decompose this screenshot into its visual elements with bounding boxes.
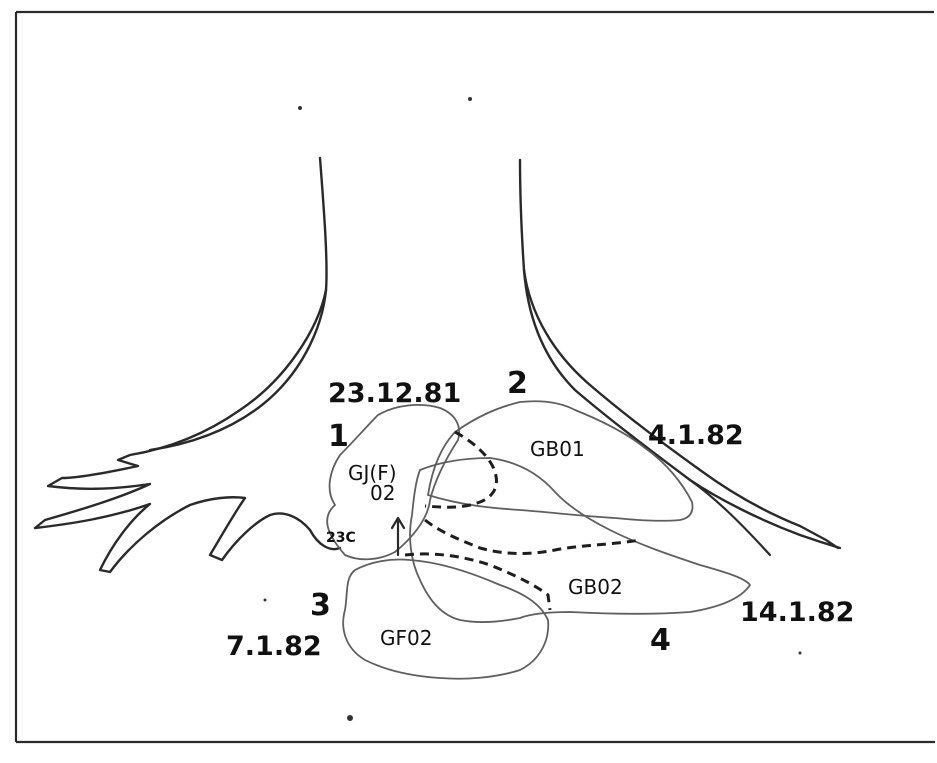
- lesion-2-number: 2: [507, 366, 528, 401]
- speck: [264, 599, 267, 602]
- lesion-3-code: GF02: [380, 626, 432, 650]
- lesion-2-code: GB01: [530, 437, 585, 461]
- lesion-4-code: GB02: [568, 575, 623, 599]
- lesion-1-code-sub: 02: [370, 481, 395, 505]
- speck: [347, 715, 353, 721]
- lesion-3-number: 3: [310, 588, 331, 623]
- lesion-3-date: 7.1.82: [226, 631, 322, 662]
- lesion-2-date: 4.1.82: [648, 420, 744, 451]
- small-label-23c: 23C: [326, 530, 356, 546]
- lesion-1-date: 23.12.81: [328, 378, 461, 409]
- small-arrow: [392, 518, 404, 555]
- dashed-boundary-middle: [425, 520, 640, 554]
- speck: [468, 97, 472, 101]
- trunk-right-outline: [520, 160, 840, 548]
- lesion-1-number: 1: [328, 419, 349, 454]
- trunk-left-inner: [150, 290, 326, 450]
- dashed-boundary-upper: [425, 432, 496, 507]
- speck: [298, 106, 302, 110]
- lesion-4-date: 14.1.82: [740, 597, 854, 628]
- lesion-4-number: 4: [650, 623, 671, 658]
- speck: [799, 652, 802, 655]
- figure-border: [16, 12, 935, 742]
- trunk-left-outline: [35, 158, 340, 572]
